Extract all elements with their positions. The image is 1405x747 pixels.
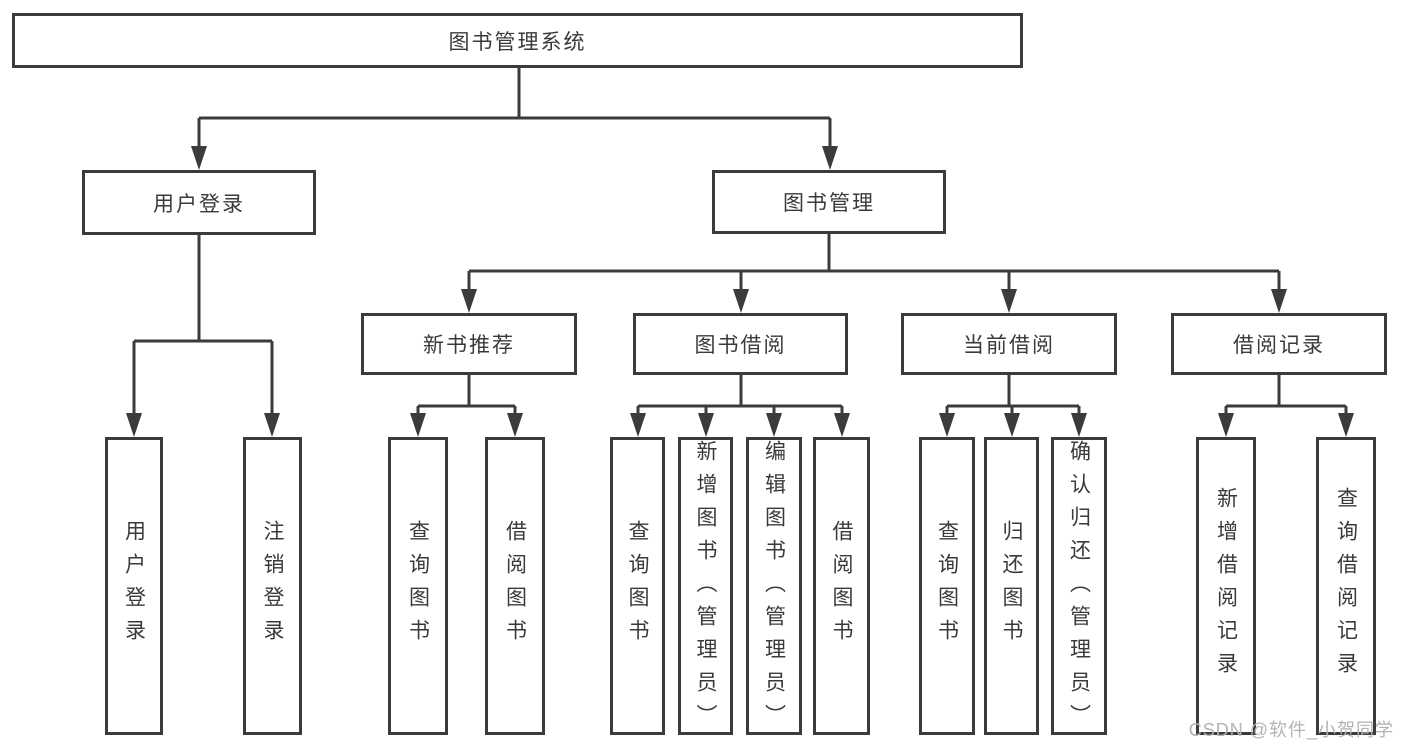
leaf-query-books-current: 查询图书 [919, 437, 975, 735]
leaf-query-books-current-label: 查询图书 [935, 520, 959, 652]
node-borrowing-records-label: 借阅记录 [1233, 334, 1325, 357]
leaf-logout-label: 注销登录 [261, 520, 284, 652]
node-system-root: 图书管理系统 [12, 13, 1023, 68]
node-system-root-label: 图书管理系统 [448, 30, 587, 54]
leaf-add-books-admin-label: 新增图书（管理员） [694, 440, 717, 737]
leaf-add-borrow-record-label: 新增借阅记录 [1214, 487, 1238, 685]
csdn-watermark: CSDN @软件_小贺同学 [1188, 720, 1394, 740]
leaf-logout: 注销登录 [243, 437, 302, 735]
leaf-edit-books-admin-label: 编辑图书（管理员） [762, 440, 786, 737]
leaf-query-borrow-record: 查询借阅记录 [1316, 437, 1376, 735]
node-user-login-label: 用户登录 [153, 192, 245, 216]
node-book-management: 图书管理 [712, 170, 946, 234]
leaf-query-borrow-record-label: 查询借阅记录 [1334, 487, 1358, 685]
leaf-query-books-recommend-label: 查询图书 [406, 520, 430, 652]
leaf-user-login: 用户登录 [105, 437, 163, 735]
leaf-user-login-label: 用户登录 [122, 520, 146, 652]
leaf-edit-books-admin: 编辑图书（管理员） [746, 437, 802, 737]
leaf-borrow-books-recommend-label: 借阅图书 [503, 520, 527, 652]
leaf-query-books-recommend: 查询图书 [388, 437, 448, 735]
node-book-borrowing: 图书借阅 [633, 313, 848, 375]
leaf-add-books-admin: 新增图书（管理员） [678, 437, 733, 737]
leaf-borrow-books: 借阅图书 [813, 437, 870, 735]
leaf-add-borrow-record: 新增借阅记录 [1196, 437, 1256, 735]
leaf-return-books-label: 归还图书 [1000, 520, 1023, 652]
node-book-borrowing-label: 图书借阅 [694, 334, 787, 357]
leaf-borrow-books-label: 借阅图书 [830, 520, 853, 652]
node-borrowing-records: 借阅记录 [1171, 313, 1387, 375]
leaf-confirm-return-admin-label: 确认归还（管理员） [1067, 440, 1091, 737]
node-new-book-recommend: 新书推荐 [361, 313, 577, 375]
node-new-book-recommend-label: 新书推荐 [423, 334, 515, 357]
leaf-borrow-books-recommend: 借阅图书 [485, 437, 545, 735]
leaf-confirm-return-admin: 确认归还（管理员） [1051, 437, 1107, 737]
leaf-query-books-borrow-label: 查询图书 [626, 520, 649, 652]
node-current-borrowing: 当前借阅 [901, 313, 1117, 375]
arrowhead-icons [126, 146, 1354, 437]
node-book-management-label: 图书管理 [783, 192, 875, 215]
leaf-return-books: 归还图书 [984, 437, 1039, 735]
node-user-login: 用户登录 [82, 170, 316, 235]
leaf-query-books-borrow: 查询图书 [610, 437, 665, 735]
node-current-borrowing-label: 当前借阅 [963, 334, 1055, 357]
